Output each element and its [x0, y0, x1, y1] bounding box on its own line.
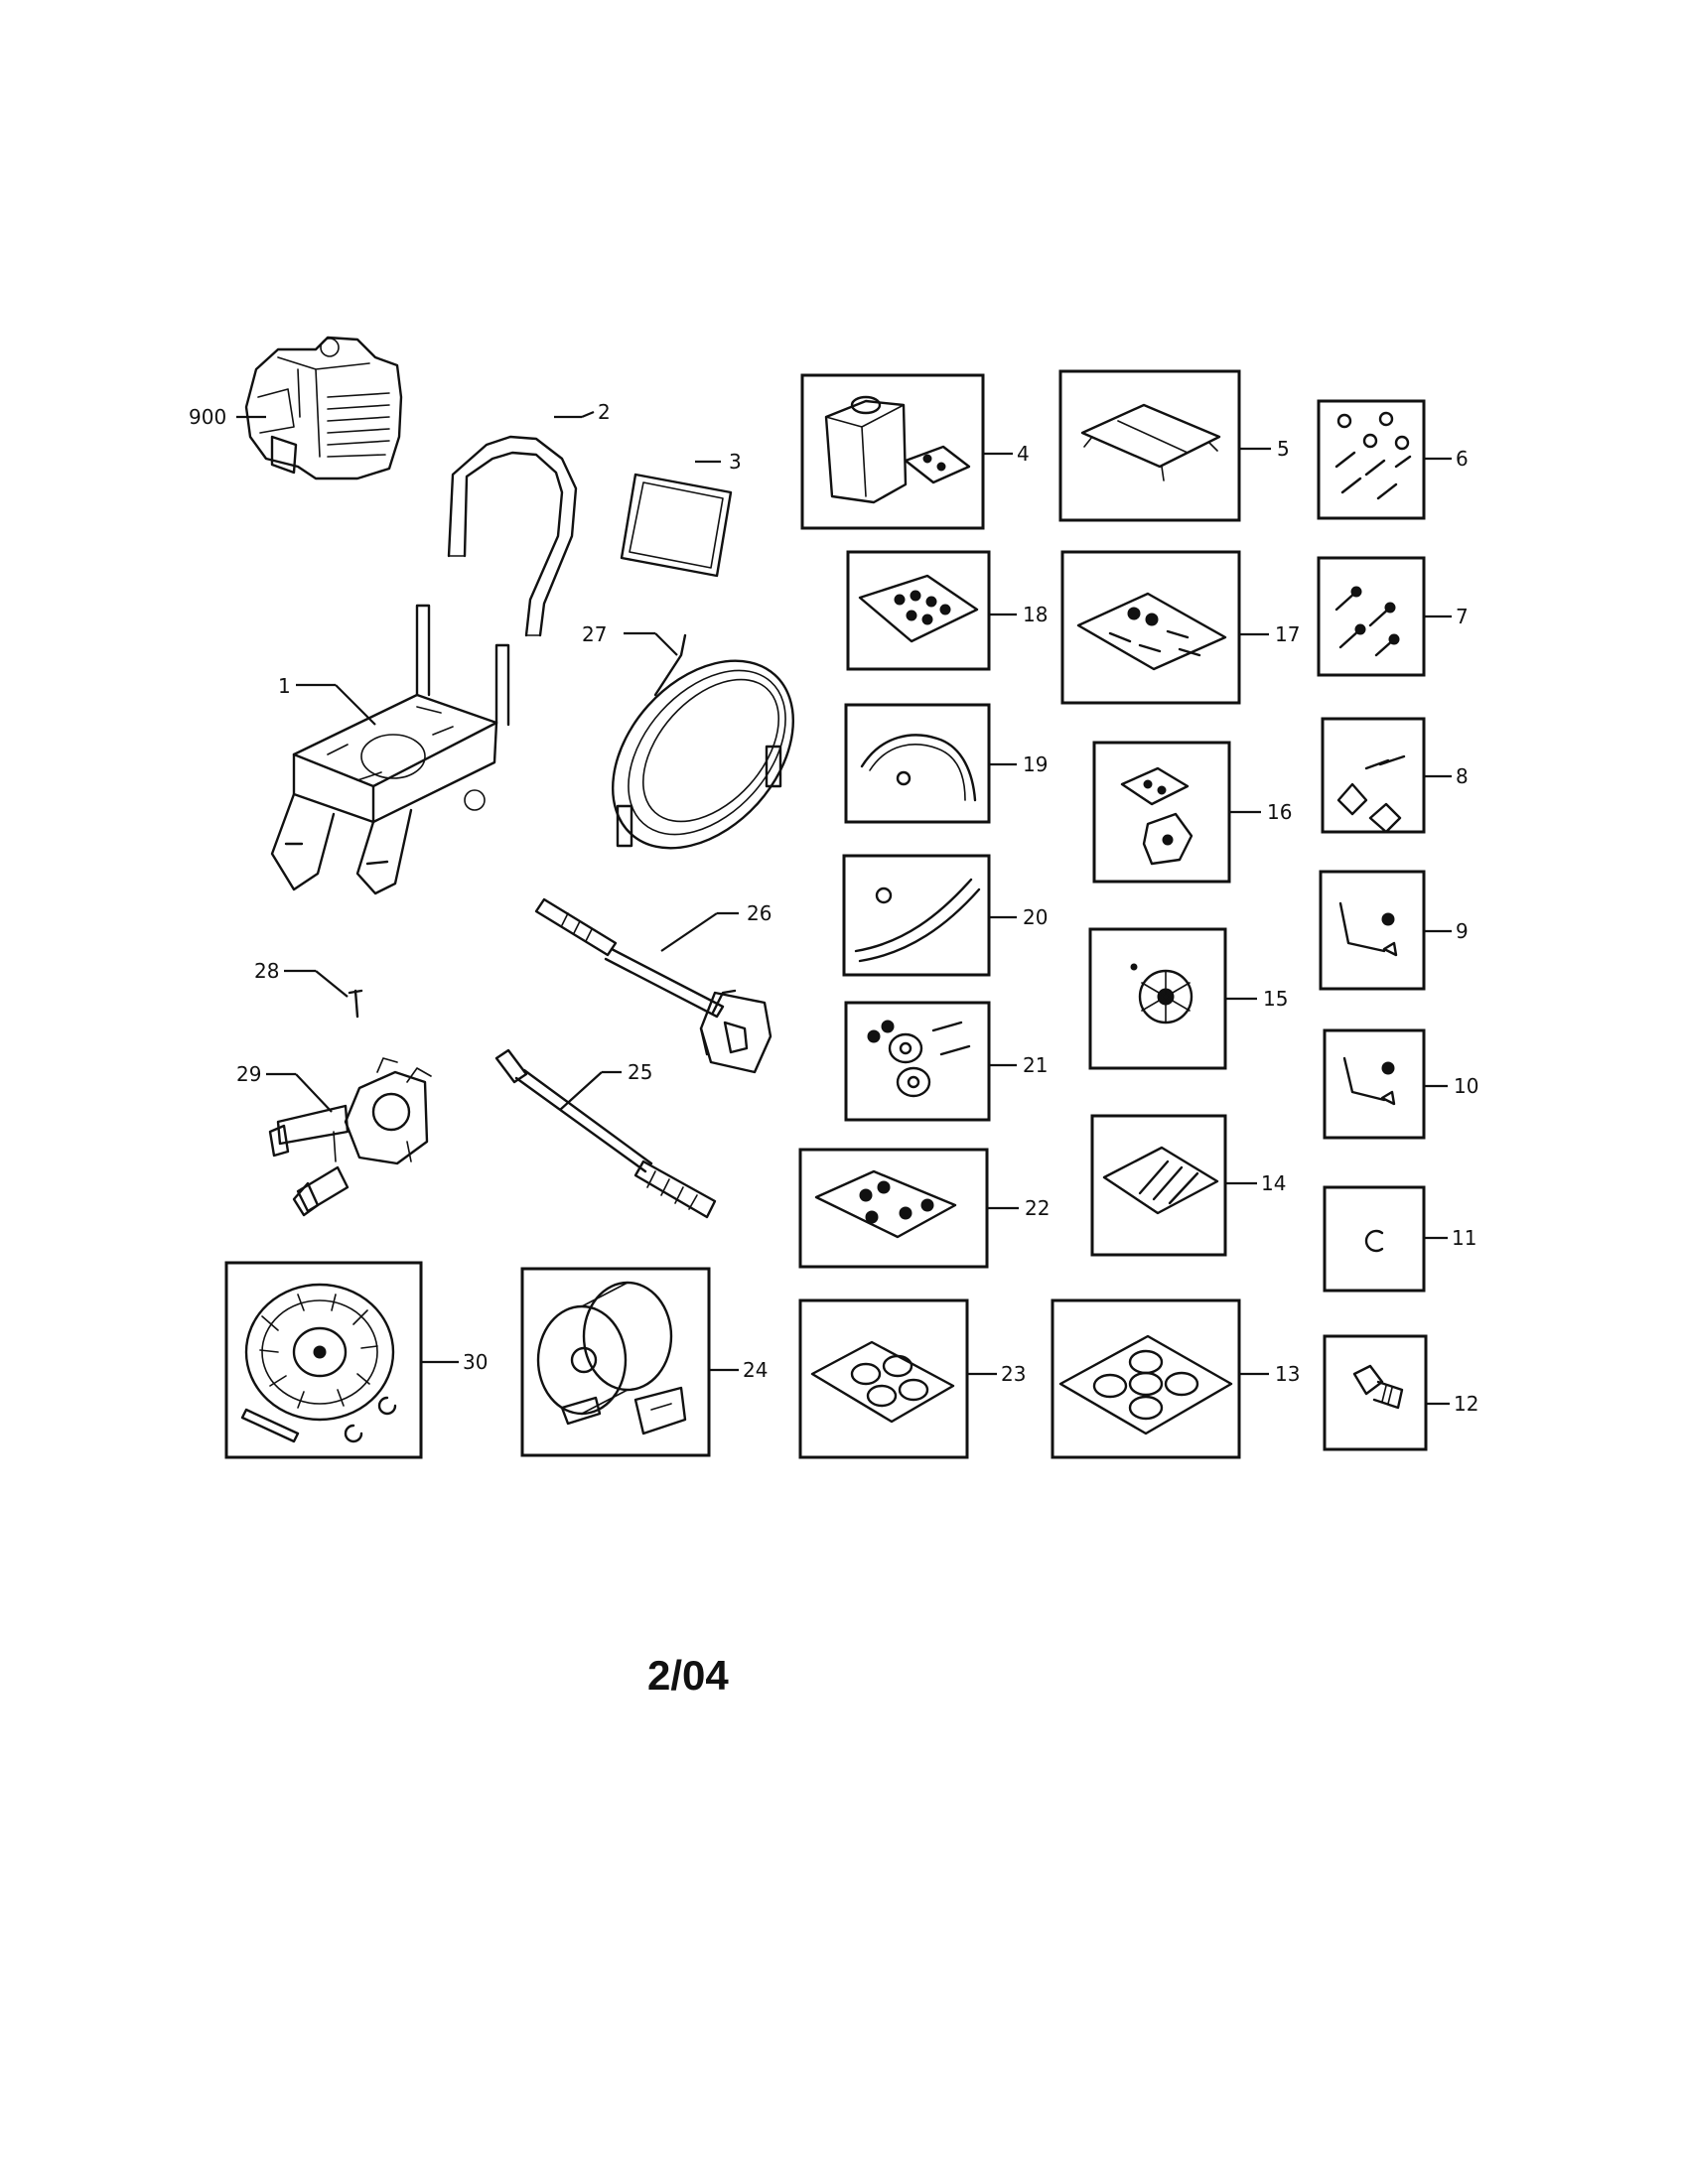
part-5-base-plate — [1080, 403, 1221, 481]
part-20-box — [842, 854, 991, 977]
callout-15: 15 — [1263, 987, 1288, 1011]
part-11-clip — [1364, 1229, 1384, 1253]
callout-4: 4 — [1017, 442, 1030, 466]
callout-9: 9 — [1456, 919, 1469, 943]
callout-19: 19 — [1023, 752, 1048, 776]
callout-7: 7 — [1456, 605, 1469, 628]
part-24-hose-reel — [536, 1281, 687, 1435]
date-code: 2/04 — [647, 1652, 729, 1699]
part-18-hardware-bag — [858, 574, 979, 643]
part-30-box — [224, 1261, 423, 1459]
callout-26: 26 — [747, 901, 772, 925]
callout-17: 17 — [1275, 622, 1300, 646]
part-22-hardware-bag — [814, 1169, 957, 1239]
callout-28: 28 — [254, 959, 279, 983]
part-5-box — [1058, 369, 1241, 522]
callout-1: 1 — [278, 674, 291, 698]
part-13-box — [1051, 1298, 1241, 1459]
part-24-box — [520, 1267, 711, 1457]
part-27-hose — [611, 633, 795, 850]
part-17-hardware-bag — [1076, 592, 1227, 671]
callout-13: 13 — [1275, 1362, 1300, 1386]
part-8-knobs — [1336, 754, 1406, 834]
callout-21: 21 — [1023, 1053, 1048, 1077]
part-14-box — [1090, 1114, 1227, 1257]
callout-5: 5 — [1277, 437, 1290, 461]
part-900-engine — [244, 336, 403, 480]
part-6-hardware — [1334, 411, 1412, 500]
callout-23: 23 — [1001, 1362, 1026, 1386]
part-30-wheel-kit — [240, 1283, 397, 1443]
callout-20: 20 — [1023, 905, 1048, 929]
callout-16: 16 — [1267, 800, 1292, 824]
callout-12: 12 — [1454, 1392, 1478, 1416]
callout-11: 11 — [1452, 1226, 1476, 1250]
part-9-allen-wrench — [1338, 901, 1398, 957]
part-18-box — [846, 550, 991, 671]
part-21-rollers — [867, 1020, 971, 1098]
part-21-box — [844, 1001, 991, 1122]
callout-6: 6 — [1456, 447, 1469, 471]
part-12-box — [1323, 1334, 1428, 1451]
part-16-kit — [1120, 766, 1193, 866]
part-10-wrench — [1342, 1056, 1396, 1106]
part-14-roller-bag — [1102, 1146, 1219, 1215]
part-3-decal — [620, 473, 733, 578]
callout-900: 900 — [189, 405, 226, 429]
part-7-bolts — [1334, 586, 1400, 657]
part-6-box — [1317, 399, 1426, 520]
callout-2: 2 — [598, 400, 611, 424]
part-13-o-rings — [1058, 1334, 1233, 1435]
callout-22: 22 — [1025, 1196, 1050, 1220]
callout-30: 30 — [463, 1350, 488, 1374]
part-11-box — [1323, 1185, 1426, 1293]
part-22-box — [798, 1148, 989, 1269]
part-4-box — [800, 373, 985, 530]
callout-8: 8 — [1456, 764, 1469, 788]
callout-14: 14 — [1261, 1171, 1286, 1195]
part-29-pump — [268, 1057, 432, 1217]
part-1-frame — [270, 604, 510, 895]
part-9-box — [1319, 870, 1426, 991]
callout-18: 18 — [1023, 603, 1048, 626]
part-19-box — [844, 703, 991, 824]
part-7-box — [1317, 556, 1426, 677]
part-26-gun — [534, 897, 772, 1074]
part-10-box — [1323, 1028, 1426, 1140]
part-17-box — [1060, 550, 1241, 705]
part-20-hose-piece — [854, 878, 981, 963]
part-23-box — [798, 1298, 969, 1459]
part-28-pin — [348, 989, 363, 1019]
part-25-wand — [494, 1048, 717, 1219]
callout-24: 24 — [743, 1358, 768, 1382]
part-16-box — [1092, 741, 1231, 884]
callout-29: 29 — [236, 1062, 261, 1086]
part-19-tube — [860, 734, 977, 802]
callout-25: 25 — [628, 1060, 652, 1084]
part-15-wheel-hub — [1130, 963, 1193, 1024]
part-4-tank — [824, 395, 971, 504]
part-23-clamp-bag — [810, 1340, 955, 1424]
callout-27: 27 — [582, 622, 607, 646]
callout-10: 10 — [1454, 1074, 1478, 1098]
part-12-elbow-fitting — [1352, 1364, 1404, 1410]
part-2-handle — [447, 435, 578, 637]
callout-3: 3 — [729, 450, 742, 474]
